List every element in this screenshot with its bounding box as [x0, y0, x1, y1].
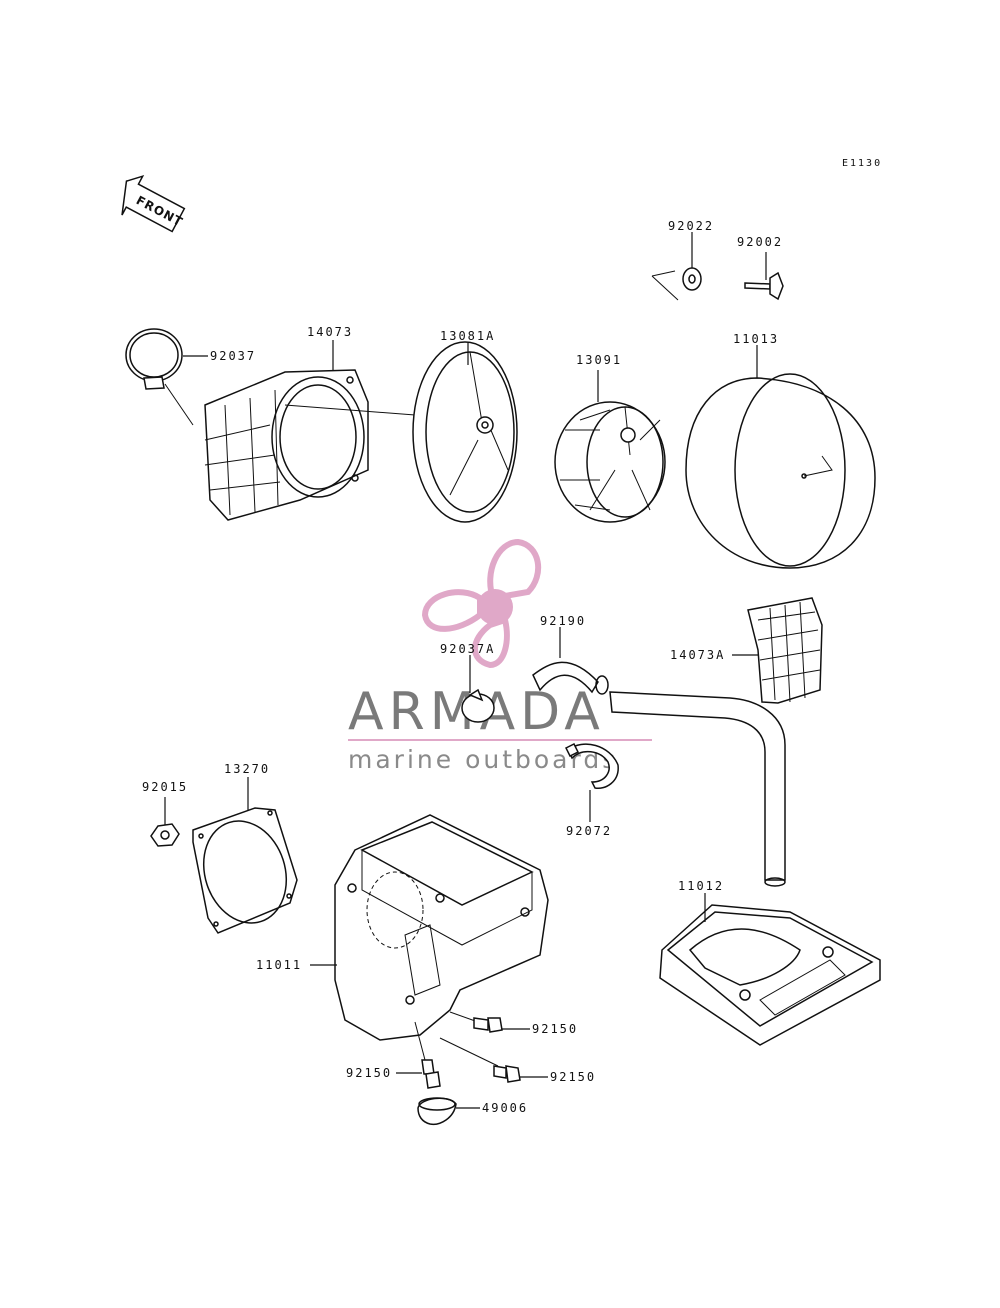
nut-92015[interactable]	[150, 797, 180, 847]
part-label-92190: 92190	[540, 614, 586, 628]
part-label-92037A: 92037A	[440, 642, 495, 656]
bolt-92150-right-lower[interactable]	[493, 1065, 548, 1083]
part-label-11012: 11012	[678, 879, 724, 893]
clamp-92037[interactable]	[125, 328, 208, 426]
duct-14073[interactable]	[204, 340, 416, 521]
part-label-14073A: 14073A	[670, 648, 725, 662]
front-arrow-icon: FRONT	[121, 174, 185, 233]
part-label-92150-left: 92150	[346, 1066, 392, 1080]
washer-92022[interactable]	[651, 232, 702, 301]
watermark: ARMADA marine outboards	[348, 538, 652, 774]
part-label-11011: 11011	[256, 958, 302, 972]
part-label-92002: 92002	[737, 235, 783, 249]
propeller-logo-icon	[421, 538, 542, 669]
part-label-13091: 13091	[576, 353, 622, 367]
part-label-13270: 13270	[224, 762, 270, 776]
part-label-49006: 49006	[482, 1101, 528, 1115]
part-label-92022: 92022	[668, 219, 714, 233]
plate-13081A[interactable]	[412, 341, 518, 523]
hose-92190[interactable]	[532, 627, 609, 695]
wing-bolt-92002[interactable]	[744, 252, 784, 301]
element-11013[interactable]	[685, 345, 876, 569]
clamp-92072[interactable]	[564, 742, 619, 822]
part-label-92150-right-lower: 92150	[550, 1070, 596, 1084]
part-label-14073: 14073	[307, 325, 353, 339]
gasket-13270[interactable]	[191, 777, 299, 934]
part-label-92037: 92037	[210, 349, 256, 363]
part-label-13081A: 13081A	[440, 329, 495, 343]
part-label-92015: 92015	[142, 780, 188, 794]
part-label-92072: 92072	[566, 824, 612, 838]
frame-13091[interactable]	[554, 370, 666, 523]
clamp-92037A[interactable]	[461, 655, 495, 723]
duct-14073A[interactable]	[732, 597, 823, 704]
part-label-11013: 11013	[733, 332, 779, 346]
tray-11012[interactable]	[659, 893, 881, 1046]
diagram-code: E1130	[842, 158, 882, 169]
part-label-92150-right-upper: 92150	[532, 1022, 578, 1036]
bolt-92150-right-upper[interactable]	[473, 1017, 530, 1033]
case-11011[interactable]	[310, 814, 549, 1067]
bolt-92150-left[interactable]	[396, 1059, 441, 1089]
cap-49006[interactable]	[417, 1097, 480, 1126]
tube-pipe[interactable]	[609, 691, 786, 887]
